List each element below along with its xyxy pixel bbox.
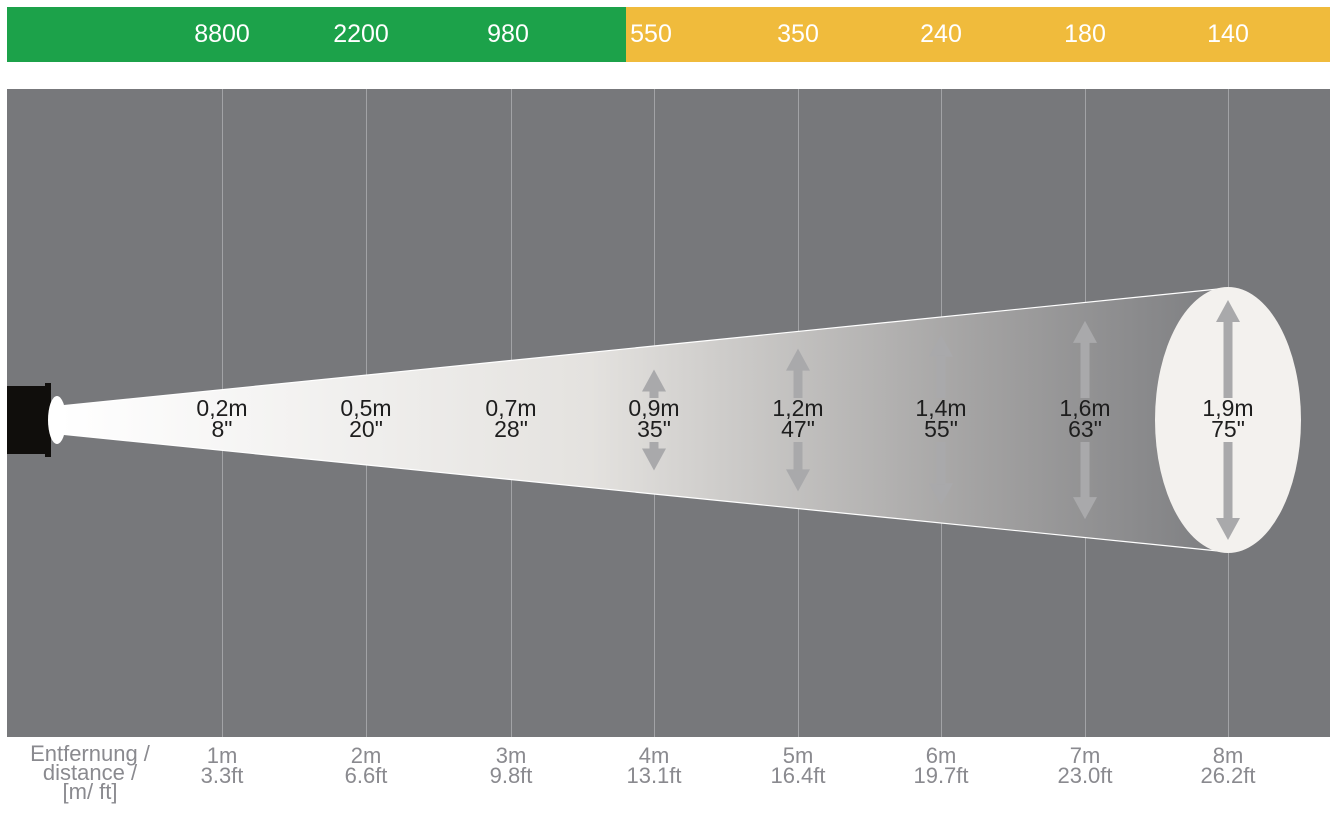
diameter-arrow-shaft [936,355,946,398]
illuminance-value: 8800 [194,20,250,48]
illuminance-value: 240 [920,20,962,48]
beam-diameter-imperial: 75" [1211,416,1245,442]
distance-metric: 4m [638,743,670,768]
diameter-arrow-shaft [1223,321,1233,398]
diameter-arrow-head [1073,497,1097,520]
beam-diagram-graphic [7,89,1330,737]
beam-end-ellipse [1155,287,1301,553]
beam-diameter-imperial: 20" [349,416,383,442]
lamp-body [7,386,49,454]
diameter-arrow-shaft [793,369,803,398]
distance-metric: 5m [782,743,814,768]
illuminance-value: 980 [487,20,529,48]
diameter-arrow-head [1216,300,1240,322]
diameter-arrow-head [1073,320,1097,343]
diameter-arrow-head [929,483,953,506]
distance-imperial: 13.1ft [626,763,682,788]
beam-edge [59,433,1229,553]
diameter-arrow-shaft [1080,341,1090,398]
distance-metric: 8m [1212,743,1244,768]
distance-imperial: 6.6ft [344,763,388,788]
beam-diameter-imperial: 47" [781,416,815,442]
illuminance-value: 180 [1064,20,1106,48]
illuminance-band-yellow [626,7,1330,62]
illuminance-value: 550 [630,20,672,48]
diameter-arrow-head [786,348,810,371]
lamp-lens [48,396,66,444]
beam-diameter-imperial: 8" [211,416,233,442]
diameter-arrow-shaft [936,442,946,485]
diameter-arrow-head [786,469,810,492]
distance-metric: 6m [925,743,957,768]
axis-title: Entfernung / distance / [m/ ft] [10,741,170,804]
distance-imperial: 19.7ft [913,763,969,788]
distance-metric: 3m [495,743,527,768]
diameter-arrow-shaft [1080,442,1090,499]
distance-imperial: 3.3ft [200,763,244,788]
illuminance-value: 350 [777,20,819,48]
beam-diameter-metric: 0,2m [196,395,248,421]
diameter-arrow-head [929,334,953,357]
beam-diameter-metric: 0,7m [485,395,537,421]
distance-imperial: 9.8ft [489,763,533,788]
beam-diameter-metric: 0,9m [628,395,680,421]
diameter-arrow-shaft [793,442,803,471]
diameter-arrow-head [642,369,666,392]
axis-title-line: [m/ ft] [62,779,118,804]
distance-metric: 2m [350,743,382,768]
beam-diameter-metric: 1,9m [1202,395,1254,421]
diameter-arrow-shaft [649,442,659,450]
beam-diameter-metric: 1,2m [772,395,824,421]
diameter-arrow-head [1216,518,1240,540]
beam-diameter-metric: 0,5m [340,395,392,421]
distance-metric: 7m [1069,743,1101,768]
beam-diameter-imperial: 35" [637,416,671,442]
illuminance-value: 140 [1207,20,1249,48]
illuminance-value: 2200 [333,20,389,48]
axis-title-line: distance / [42,760,138,785]
diameter-arrow-shaft [649,390,659,398]
illuminance-band-green [7,7,626,62]
illuminance-bar: 8800 2200 980 550 350 240 180 140 [7,7,1330,62]
distance-imperial: 26.2ft [1200,763,1256,788]
diameter-arrow-head [642,448,666,471]
beam-diameter-imperial: 55" [924,416,958,442]
distance-imperial: 16.4ft [770,763,826,788]
beam-edge [59,287,1229,407]
beam-diameter-imperial: 28" [494,416,528,442]
beam-diameter-imperial: 63" [1068,416,1102,442]
distance-metric: 1m [206,743,238,768]
axis-title-line: Entfernung / [30,741,150,766]
beam-diameter-metric: 1,6m [1059,395,1111,421]
beam-diameter-metric: 1,4m [915,395,967,421]
distance-imperial: 23.0ft [1057,763,1113,788]
diameter-arrow-shaft [1223,442,1233,519]
